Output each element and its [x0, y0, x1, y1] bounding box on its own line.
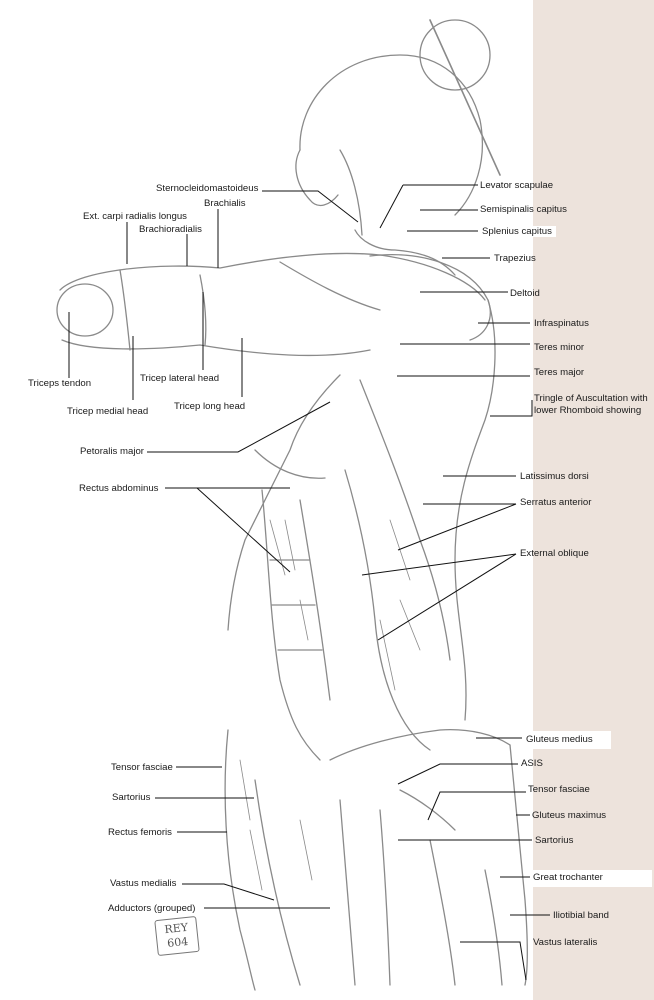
label-iliotibial: Iliotibial band — [553, 910, 610, 921]
label-highlight-great-trochanter — [528, 870, 652, 887]
label-great-trochanter: Great trochanter — [533, 872, 603, 883]
chest-outline — [227, 374, 341, 631]
leader-serratus-2 — [397, 503, 517, 551]
label-trapezius: Trapezius — [494, 253, 536, 264]
label-auscultation-line1: Tringle of Auscultation with — [534, 393, 648, 404]
label-rectus-abdominus: Rectus abdominus — [79, 483, 159, 494]
hip-outline — [329, 729, 511, 761]
label-teres-major: Teres major — [534, 367, 585, 378]
label-gluteus-medius: Gluteus medius — [526, 734, 593, 745]
label-tricep-long: Tricep long head — [174, 401, 246, 412]
label-auscultation-line2: lower Rhomboid showing — [534, 405, 642, 416]
label-asis: ASIS — [521, 758, 543, 769]
hair-bun — [419, 19, 491, 91]
label-pectoralis: Petoralis major — [80, 446, 144, 457]
label-sartorius-left: Sartorius — [112, 792, 151, 803]
label-serratus: Serratus anterior — [520, 497, 592, 508]
label-vastus-lateralis: Vastus lateralis — [533, 937, 598, 948]
label-tricep-lateral: Tricep lateral head — [140, 373, 220, 384]
label-tensor-fasciae-right: Tensor fasciae — [528, 784, 590, 795]
label-teres-minor: Teres minor — [534, 342, 585, 353]
label-rectus-femoris: Rectus femoris — [108, 827, 172, 838]
leader-oblique-1 — [361, 553, 517, 576]
leader-tensor-r — [427, 791, 526, 821]
right-background-panel — [533, 0, 654, 1000]
label-semispinalis: Semispinalis capitus — [480, 204, 567, 215]
deltoid-outline — [369, 254, 491, 341]
leader-rectus-2 — [196, 487, 291, 573]
label-tensor-fasciae-left: Tensor fasciae — [111, 762, 173, 773]
label-tricep-medial: Tricep medial head — [67, 406, 149, 417]
label-splenius: Splenius capitus — [480, 226, 556, 237]
label-external-oblique: External oblique — [520, 548, 589, 559]
head-outline — [299, 54, 484, 216]
label-gluteus-maximus: Gluteus maximus — [532, 810, 607, 821]
leader-vastus-lateralis — [460, 941, 527, 981]
label-sartorius-right: Sartorius — [535, 835, 574, 846]
label-adductors: Adductors (grouped) — [108, 903, 196, 914]
thigh-outline — [224, 729, 256, 991]
label-deltoid: Deltoid — [510, 288, 540, 299]
leader-vastus-medialis — [182, 883, 275, 901]
leader-auscultation — [490, 400, 533, 417]
label-vastus-medialis: Vastus medialis — [110, 878, 177, 889]
label-brachioradialis: Brachioradialis — [139, 224, 202, 235]
label-sternocleidomastoideus: Sternocleidomastoideus — [156, 183, 259, 194]
label-triceps-tendon: Triceps tendon — [28, 378, 92, 389]
label-infraspinatus: Infraspinatus — [534, 318, 589, 329]
label-ext-carpi: Ext. carpi radialis longus — [83, 211, 187, 222]
signature-line2: 604 — [166, 934, 189, 951]
leader-sternocleidomastoideus — [262, 190, 359, 223]
leader-levator-2 — [379, 184, 404, 229]
label-highlight-gluteus-medius — [518, 731, 611, 749]
leader-asis — [397, 763, 518, 785]
label-levator-scapulae: Levator scapulae — [480, 180, 554, 191]
leader-oblique-2 — [377, 553, 517, 641]
artist-signature: REY 604 — [154, 915, 200, 957]
back-outline — [454, 299, 496, 721]
label-brachialis: Brachialis — [204, 198, 246, 209]
label-latissimus: Latissimus dorsi — [520, 471, 589, 482]
leader-pectoralis — [147, 401, 331, 453]
